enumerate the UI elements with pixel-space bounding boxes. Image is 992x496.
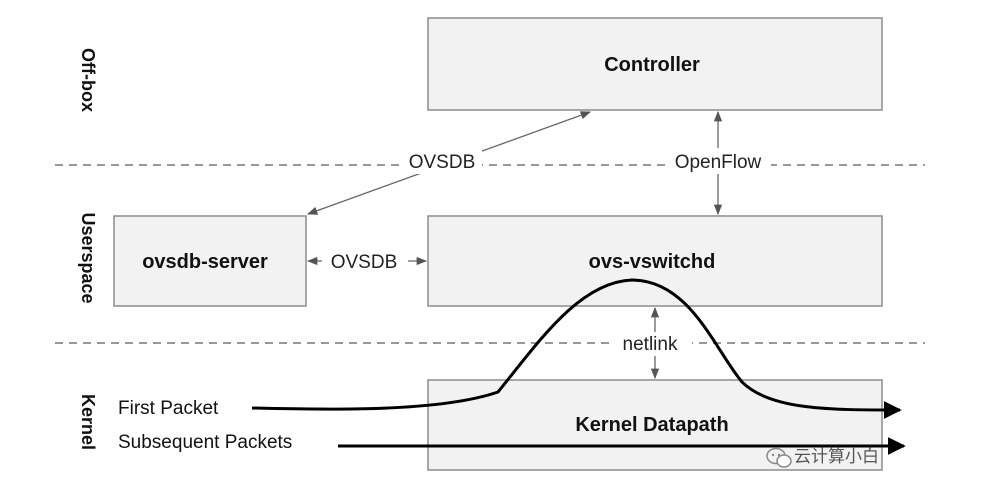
layer-label-kernel: Kernel: [78, 394, 98, 450]
ovsdb-server-box: [113, 215, 307, 307]
wechat-icon: [766, 447, 792, 468]
ovs-vswitchd-box: [427, 215, 883, 307]
first-packet-path: [251, 278, 902, 419]
first-packet-label: First Packet: [118, 398, 219, 419]
controller-box: [427, 17, 883, 111]
watermark-text: 云计算小白: [794, 447, 879, 467]
subsequent-packets-label: Subsequent Packets: [118, 432, 292, 453]
kernel-datapath-label: Kernel Datapath: [575, 414, 728, 436]
controller-label: Controller: [604, 54, 700, 76]
kernel-datapath-box: [427, 379, 883, 471]
netlink-label: netlink: [623, 334, 678, 355]
watermark: 云计算小白: [766, 447, 879, 468]
ovsdb-controller-label: OVSDB: [409, 152, 476, 173]
openflow-label: OpenFlow: [675, 152, 762, 173]
ovs-vswitchd-label: ovs-vswitchd: [589, 251, 716, 273]
ovsdb-server-label: ovsdb-server: [142, 251, 268, 273]
ovsdb-local-label: OVSDB: [331, 252, 398, 273]
layer-label-userspace: Userspace: [78, 212, 98, 303]
layer-label-offbox: Off-box: [78, 48, 98, 112]
